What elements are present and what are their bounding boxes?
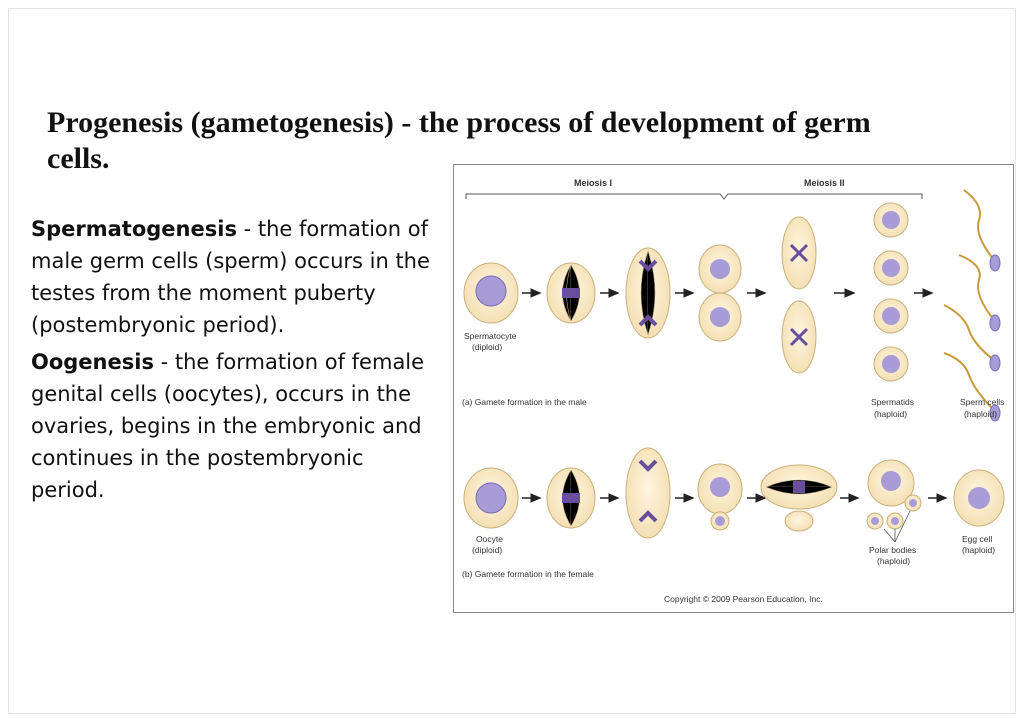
gametogenesis-diagram: Meiosis I Meiosis II [462, 178, 1005, 604]
egg-cell-ploidy: (haploid) [962, 545, 995, 555]
chromosomes [789, 327, 809, 347]
text-oogenesis: - the formation of female genital cells … [31, 350, 425, 502]
oocyte-nucleus [475, 482, 507, 514]
daughter-nucleus [710, 259, 730, 279]
daughter-nucleus [710, 307, 730, 327]
oocyte-label: Oocyte [476, 534, 503, 544]
spermatids-ploidy: (haploid) [874, 409, 907, 419]
male-caption: (a) Gamete formation in the male [462, 397, 587, 407]
meiosis-1-header: Meiosis I [574, 178, 612, 188]
sperm-cells [943, 189, 995, 411]
spermatocyte-ploidy: (diploid) [472, 342, 502, 352]
egg-cell-label: Egg cell [962, 534, 992, 544]
polar-bodies [866, 494, 922, 530]
female-caption: (b) Gamete formation in the female [462, 569, 594, 579]
dividing-polar-body [784, 510, 814, 532]
body-text: Spermatogenesis - the formation of male … [31, 213, 441, 511]
anaphase-cell [625, 447, 671, 539]
meiosis-bracket [465, 193, 923, 200]
chromosomes [793, 481, 805, 493]
polar-body-nucleus [715, 516, 725, 526]
polar-bodies-ploidy: (haploid) [877, 556, 910, 566]
spermatocyte-nucleus [475, 275, 507, 307]
chromosomes [562, 288, 580, 298]
chromosomes [638, 510, 658, 523]
secondary-oocyte-nucleus [710, 477, 730, 497]
text-spermatogenesis: - the formation of male germ cells (sper… [31, 217, 430, 337]
slide-title: Progenesis (gametogenesis) - the process… [47, 106, 871, 175]
spermatids-label: Spermatids [871, 397, 914, 407]
male-row: Spermatocyte (diploid) (a) Gamete format… [462, 189, 1004, 422]
copyright: Copyright © 2009 Pearson Education, Inc. [664, 594, 823, 604]
chromosomes [562, 493, 580, 503]
paragraph-oogenesis: Oogenesis - the formation of female geni… [31, 346, 441, 506]
sperm-heads [989, 254, 1001, 422]
polar-bodies-pointer [883, 510, 911, 543]
chromosomes [638, 259, 658, 272]
spindle [640, 250, 656, 336]
paragraph-spermatogenesis: Spermatogenesis - the formation of male … [31, 213, 441, 341]
polar-bodies-label: Polar bodies [869, 545, 916, 555]
chromosomes [638, 459, 658, 472]
spermatocyte-label: Spermatocyte [464, 331, 517, 341]
oocyte-ploidy: (diploid) [472, 545, 502, 555]
chromosomes [638, 314, 658, 327]
egg-nucleus [968, 487, 990, 509]
gametogenesis-figure: Meiosis I Meiosis II [453, 164, 1014, 613]
slide: Progenesis (gametogenesis) - the process… [8, 8, 1016, 714]
spermatids [873, 202, 909, 382]
meiosis-2-header: Meiosis II [804, 178, 845, 188]
term-oogenesis: Oogenesis [31, 350, 154, 374]
ootid-nucleus [881, 471, 901, 491]
sperm-cells-ploidy: (haploid) [964, 409, 997, 419]
sperm-cells-label: Sperm cells [960, 397, 1004, 407]
term-spermatogenesis: Spermatogenesis [31, 217, 237, 241]
chromosomes [789, 243, 809, 263]
female-row: Oocyte (diploid) (b) Gamete formation in… [462, 447, 1005, 579]
